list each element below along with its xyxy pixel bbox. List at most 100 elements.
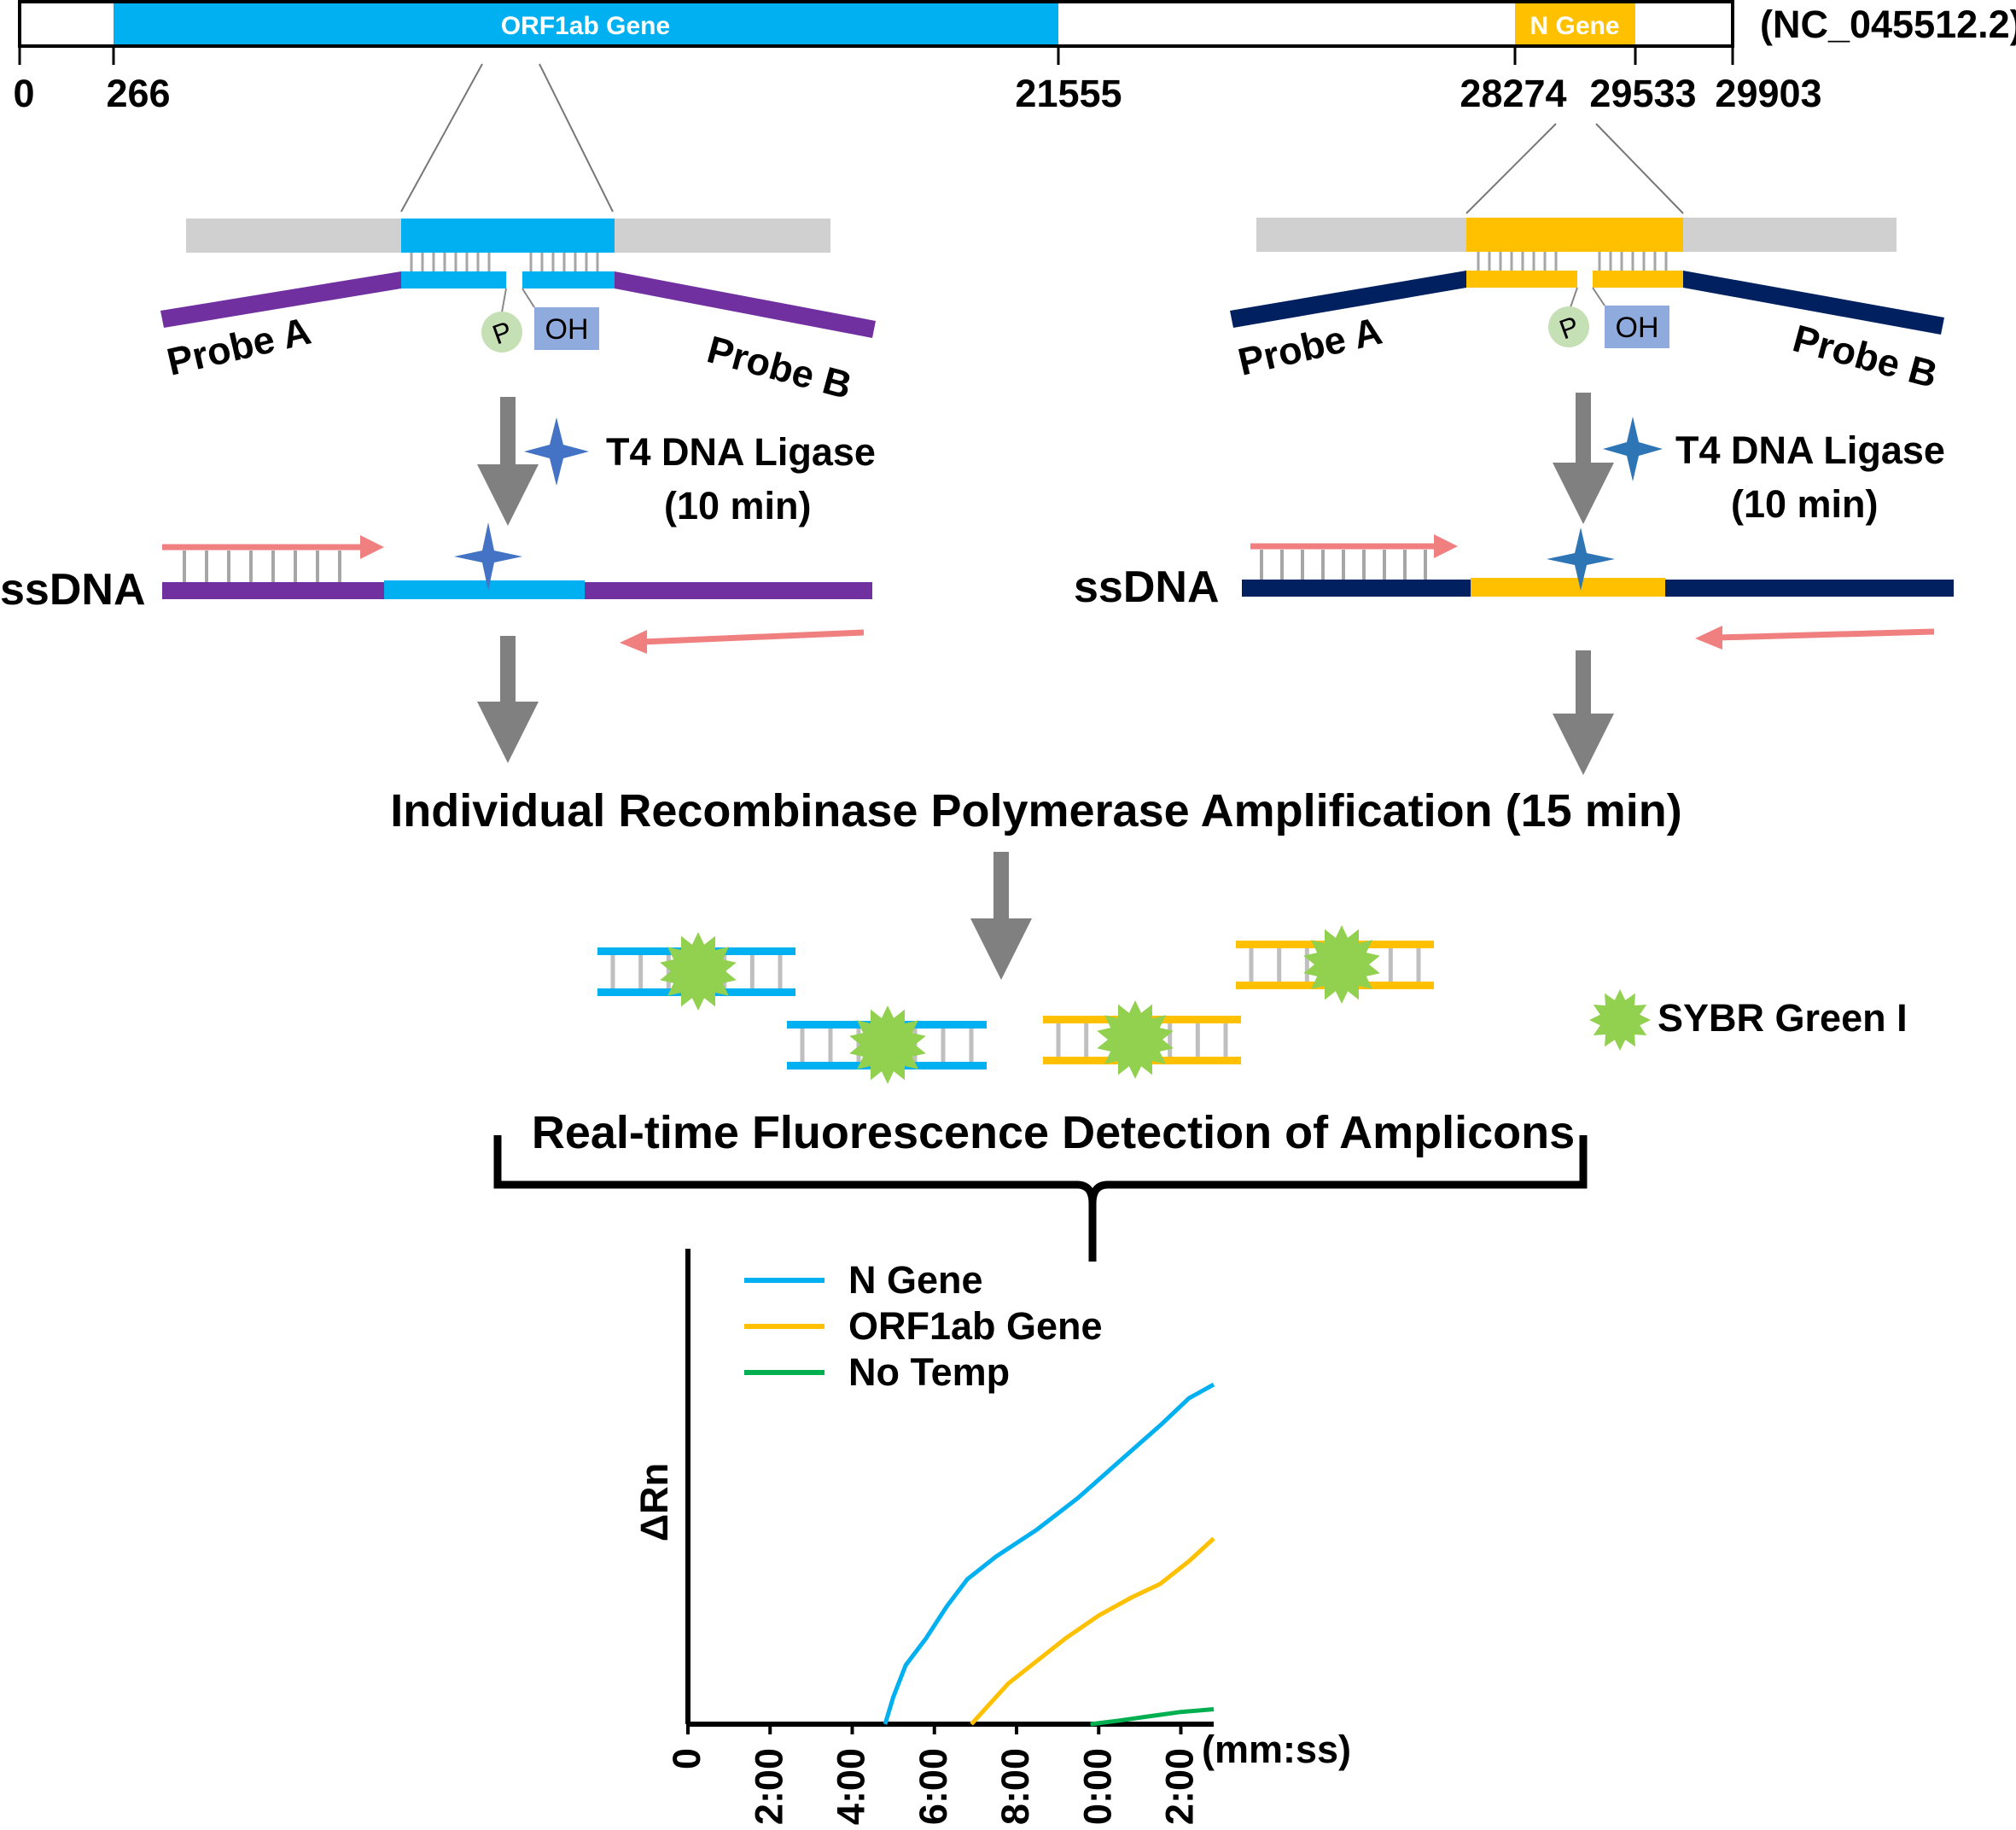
rpa-title: Individual Recombinase Polymerase Amplif… [390, 785, 1681, 836]
amplicon [787, 1005, 987, 1084]
x-tick-label: 8:00 [993, 1748, 1037, 1825]
sybr-legend: SYBR Green I [1589, 989, 1908, 1051]
hydroxyl-label: OH [1616, 312, 1659, 344]
series-line [883, 1382, 1215, 1725]
probe-a-hybrid [401, 271, 506, 288]
x-axis-label: (mm:ss) [1202, 1728, 1351, 1771]
probe-a-hybrid [1466, 271, 1577, 288]
ligase-label: T4 DNA Ligase [1675, 428, 1945, 472]
x-tick-label: 10:00 [1075, 1748, 1119, 1826]
x-tick-label: 12:00 [1158, 1748, 1202, 1826]
oh-connector [1592, 287, 1605, 306]
probe-b-strand [1665, 580, 1954, 597]
legend-label: No Temp [848, 1350, 1010, 1394]
probe-b-label: Probe B [702, 327, 856, 407]
hydroxyl-box [1605, 306, 1669, 348]
ligase-time-label: (10 min) [1731, 482, 1879, 526]
amplicon [597, 932, 795, 1011]
pos-label-29903: 29903 [1715, 72, 1821, 115]
zoom-line [539, 63, 614, 213]
ligation-star-icon [454, 522, 522, 591]
y-axis-label: ΔRn [632, 1463, 676, 1542]
pos-label-266: 266 [106, 72, 170, 115]
reverse-primer-head [620, 630, 647, 654]
x-tick-label: 2:00 [747, 1748, 790, 1825]
legend-label: ORF1ab Gene [848, 1304, 1103, 1348]
forward-primer-head [360, 535, 384, 559]
probe-b-arm [1683, 271, 1944, 335]
orf1ab-label: ORF1ab Gene [501, 12, 670, 40]
base-pairs [1477, 252, 1668, 271]
legend-label: N Gene [848, 1258, 983, 1302]
sybr-label: SYBR Green I [1658, 996, 1908, 1040]
sybr-green-icon [1097, 1000, 1174, 1079]
pos-label-28274: 28274 [1460, 72, 1566, 115]
sybr-green-icon [1589, 989, 1651, 1051]
reverse-primer-head [1695, 626, 1722, 650]
probe-b-arm [615, 271, 876, 338]
pos-label-21555: 21555 [1015, 72, 1122, 115]
sybr-green-icon [660, 932, 737, 1011]
detection-title: Real-time Fluorescence Detection of Ampl… [532, 1107, 1575, 1158]
x-tick-label: 6:00 [912, 1748, 955, 1825]
genome-map: ORF1ab Gene N Gene (NC_045512.2) 0 266 2… [13, 0, 2016, 214]
series-line [970, 1536, 1215, 1726]
x-tick-label: 4:00 [830, 1748, 873, 1825]
hydroxyl-box [534, 307, 599, 350]
base-pairs [410, 253, 599, 271]
sybr-green-burst [1589, 989, 1651, 1051]
ssdna-label: ssDNA [0, 565, 146, 615]
primer-base-pairs [183, 551, 341, 582]
primer-base-pairs [1260, 550, 1427, 580]
ligase-star-icon [1603, 417, 1663, 481]
probe-a-strand [1242, 580, 1471, 597]
probe-b-hybrid [1593, 271, 1683, 288]
phosphate-circle [481, 312, 522, 353]
right-ssdna: ssDNA [1074, 527, 1954, 650]
right-ligation-step: T4 DNA Ligase (10 min) [1553, 393, 1945, 526]
sybr-green-icon [1303, 925, 1380, 1004]
sybr-green-icon [849, 1005, 926, 1084]
forward-primer-head [1434, 534, 1458, 558]
zoom-line [400, 63, 483, 213]
pos-label-29533: 29533 [1589, 72, 1696, 115]
probe-a-strand [162, 582, 384, 599]
ssdna-label: ssDNA [1074, 562, 1220, 612]
x-tick-label: 0 [665, 1748, 708, 1769]
series-line [1090, 1707, 1215, 1727]
series-lines [883, 1382, 1215, 1727]
probe-a-arm [160, 271, 401, 328]
bracket [493, 1135, 1588, 1262]
p-connector [501, 288, 507, 313]
n-gene-region [1515, 3, 1635, 44]
ligase-star-icon [524, 417, 589, 486]
amplicon [1043, 1000, 1241, 1079]
amplicons [597, 925, 1434, 1084]
oh-connector [521, 288, 535, 308]
reverse-primer [1716, 628, 1935, 641]
phosphate-circle [1548, 306, 1589, 347]
p-connector [1570, 287, 1578, 308]
zoom-line [1595, 123, 1684, 214]
zoom-line [1465, 123, 1557, 214]
n-gene-label: N Gene [1529, 12, 1619, 40]
orf1ab-target [401, 219, 615, 253]
reverse-primer [641, 629, 865, 645]
left-ssdna: ssDNA [0, 522, 872, 654]
x-ticks: 0 2:00 4:00 6:00 8:00 10:00 12:00 [665, 1724, 1202, 1830]
amplicon [1236, 925, 1434, 1004]
probe-b-strand [585, 582, 872, 599]
accession-label: (NC_045512.2) [1760, 3, 2016, 46]
probe-b-hybrid [522, 271, 615, 288]
orf1ab-strand [384, 580, 585, 599]
probe-a-arm [1230, 271, 1466, 328]
ligase-label: T4 DNA Ligase [606, 430, 876, 474]
ligation-star-icon [1547, 527, 1615, 591]
orf1ab-region [114, 3, 1058, 44]
pos-label-0: 0 [13, 72, 34, 115]
n-gene-target [1466, 218, 1683, 252]
